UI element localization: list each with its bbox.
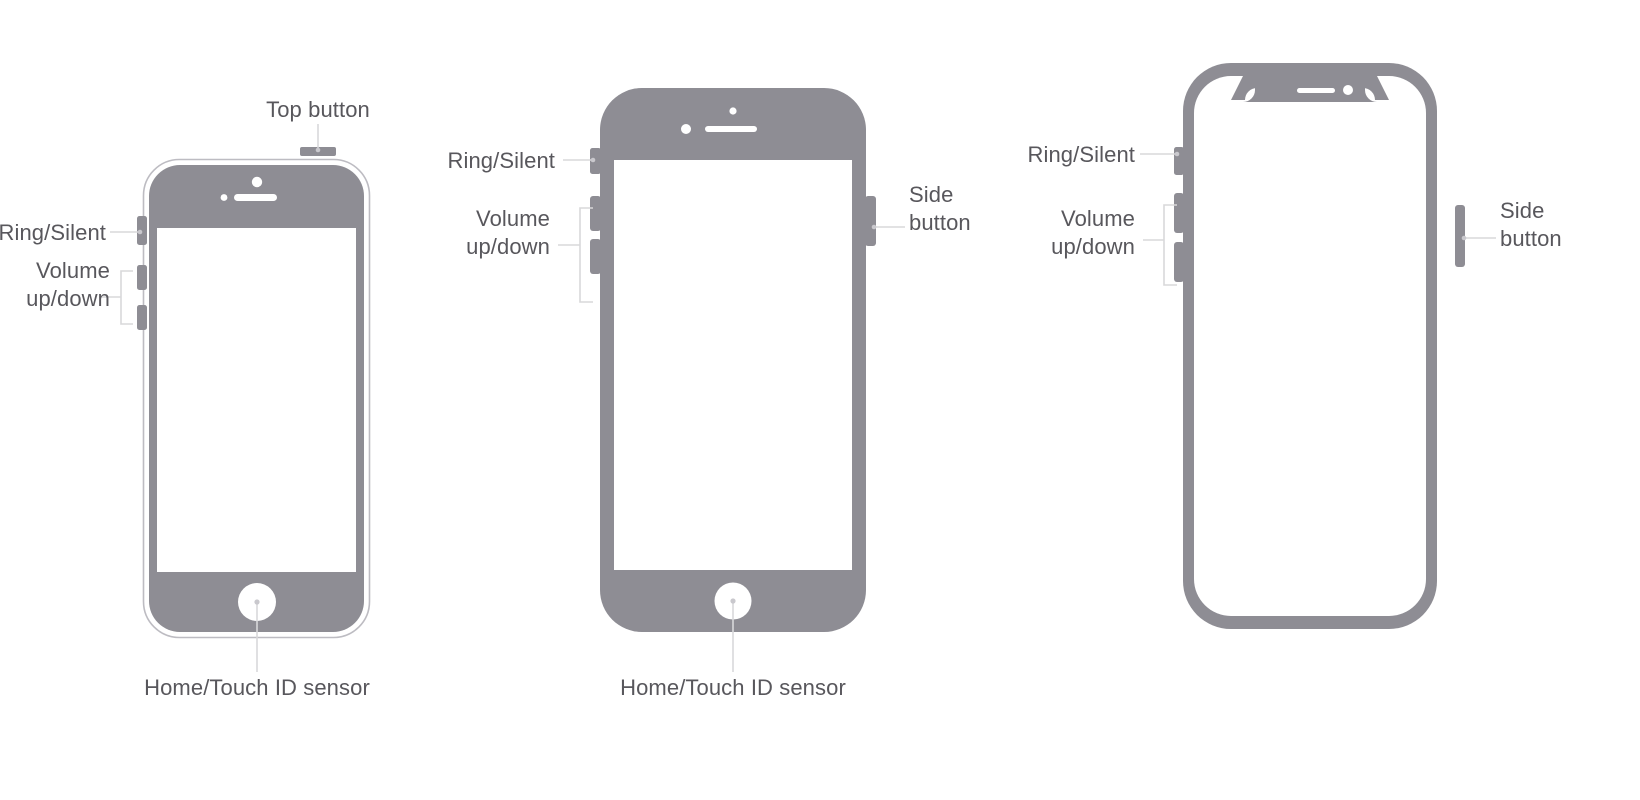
device-3-notch-right-fillet <box>1363 76 1389 100</box>
device-2-side-button <box>865 196 876 246</box>
label-device-2-side-button-line2: button <box>909 210 971 235</box>
device-1-front-camera <box>251 176 263 188</box>
device-2-volume-down-button <box>590 239 601 274</box>
device-2-volume-up-button <box>590 196 601 231</box>
label-device-1-home-touch-id: Home/Touch ID sensor <box>144 675 370 700</box>
device-1-leader-dot-ring-silent <box>137 229 143 235</box>
device-1-volume-up-button <box>137 265 147 290</box>
label-device-3-side-button-line1: Side <box>1500 198 1545 223</box>
device-2-leader-dot-home <box>730 598 736 604</box>
device-1-ambient-light-sensor <box>220 194 228 201</box>
device-3-volume-down-button <box>1174 242 1184 282</box>
device-2-screen <box>614 160 852 570</box>
device-2-ring-silent-switch <box>590 148 601 174</box>
device-1-volume-down-button <box>137 305 147 330</box>
device-3-earpiece-speaker <box>1297 88 1335 93</box>
device-1-leader-bracket-volume <box>120 270 133 325</box>
device-3-iphone-x <box>1140 63 1496 629</box>
label-device-1-ring-silent: Ring/Silent <box>0 220 106 245</box>
label-device-2-volume-line1: Volume <box>476 206 550 231</box>
device-1-ring-silent-switch <box>137 216 147 245</box>
label-device-3-volume-line2: up/down <box>1051 234 1135 259</box>
device-1-earpiece-speaker <box>234 194 277 201</box>
label-device-1-top-button: Top button <box>266 97 370 122</box>
label-device-3-ring-silent: Ring/Silent <box>1027 142 1135 167</box>
label-device-2-ring-silent: Ring/Silent <box>447 148 555 173</box>
device-3-volume-up-button <box>1174 193 1184 233</box>
device-2-ambient-light-sensor <box>681 124 691 134</box>
label-device-2-volume-line2: up/down <box>466 234 550 259</box>
device-3-notch-left-fillet <box>1231 76 1257 100</box>
device-1-iphone-se <box>99 124 371 672</box>
label-device-2-home-touch-id: Home/Touch ID sensor <box>620 675 846 700</box>
device-2-leader-dot-side-button <box>871 224 877 230</box>
device-1-leader-dot-top-button <box>315 147 321 153</box>
device-3-front-camera <box>1343 85 1353 95</box>
device-3-leader-dot-side-button <box>1461 235 1467 241</box>
label-device-3-side-button-line2: button <box>1500 226 1562 251</box>
label-device-2-side-button-line1: Side <box>909 182 954 207</box>
device-3-leader-bracket-volume <box>1163 204 1177 286</box>
device-2-front-camera <box>729 107 737 115</box>
device-3-screen <box>1194 76 1426 616</box>
device-2-iphone-8 <box>558 88 905 672</box>
device-3-side-button <box>1455 205 1465 267</box>
device-2-earpiece-speaker <box>705 126 757 132</box>
device-3-leader-dot-ring-silent <box>1174 151 1180 157</box>
label-device-3-volume-line1: Volume <box>1061 206 1135 231</box>
device-1-screen <box>157 228 356 572</box>
label-device-1-volume-line2: up/down <box>26 286 110 311</box>
device-1-leader-dot-home <box>254 599 260 605</box>
device-2-leader-bracket-volume <box>579 207 593 303</box>
device-3-ring-silent-switch <box>1174 147 1184 175</box>
label-device-1-volume-line1: Volume <box>36 258 110 283</box>
device-2-leader-dot-ring-silent <box>590 157 596 163</box>
